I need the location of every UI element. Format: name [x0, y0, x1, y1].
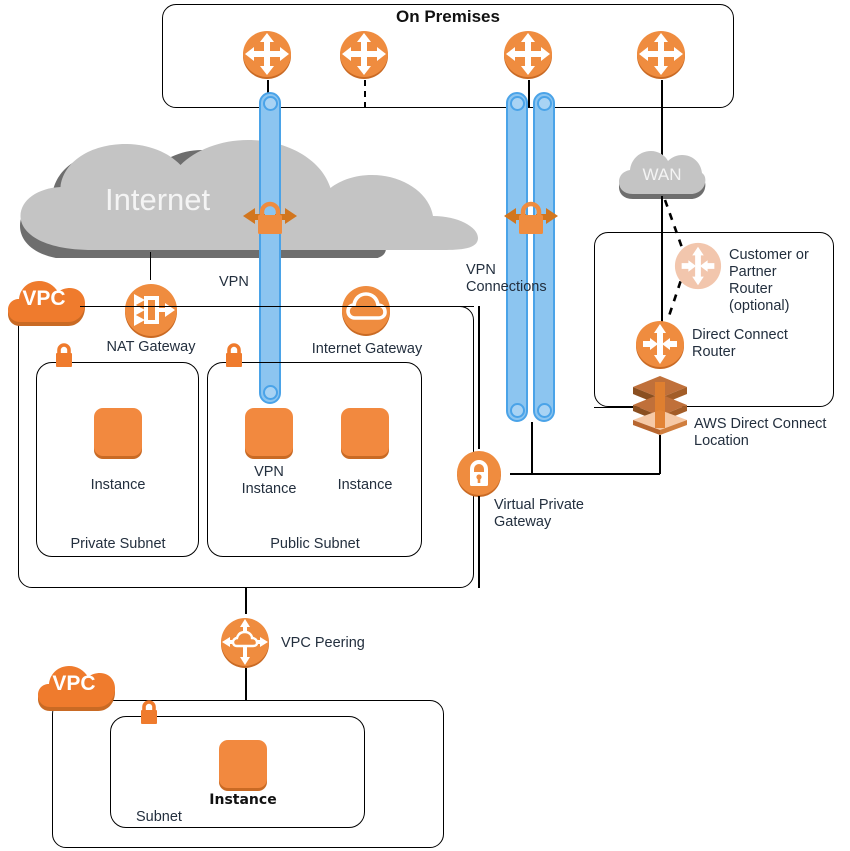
direct-connect-router-label: Direct Connect Router: [692, 327, 788, 360]
vpn-connections-label: VPN Connections: [466, 262, 547, 295]
internet-label: Internet: [105, 182, 211, 217]
virtual-private-gateway-label: Virtual Private Gateway: [494, 497, 584, 530]
vpn-tunnel-left-cap-top: [262, 96, 278, 111]
private-subnet-label: Private Subnet: [70, 536, 166, 552]
vpn-tunnel-right-a-cap-bottom: [509, 403, 525, 418]
public-subnet-instance-label: Instance: [337, 477, 393, 493]
wan-to-dx-line: [661, 196, 663, 332]
internet-gateway-label: Internet Gateway: [311, 341, 423, 357]
vpc-secondary-subnet-label: Subnet: [136, 809, 182, 825]
on-premises-title: On Premises: [396, 7, 500, 26]
wan-label: WAN: [642, 165, 682, 184]
nat-gateway-icon[interactable]: [123, 282, 179, 338]
vpc-secondary-instance-icon[interactable]: [219, 740, 267, 788]
public-subnet-label: Public Subnet: [270, 536, 360, 552]
vpn-instance-label: VPN Instance: [241, 464, 297, 497]
private-subnet-box: [36, 362, 199, 557]
on-prem-router-3[interactable]: [502, 28, 554, 80]
vpc-secondary-subnet-padlock-icon: [138, 698, 160, 726]
vpg-bus-to-dx-stem: [659, 435, 661, 474]
private-subnet-padlock-icon: [53, 341, 75, 369]
on-prem-router-4[interactable]: [635, 28, 687, 80]
vpn-lock-left: [241, 198, 299, 240]
vpc-secondary-subnet-box: [110, 716, 365, 828]
vpc-main-badge-icon: [6, 278, 88, 328]
public-subnet-padlock-icon: [223, 341, 245, 369]
direct-connect-box: [594, 232, 834, 407]
vpn-tunnel-right-b-cap-bottom: [536, 403, 552, 418]
public-subnet-instance-icon[interactable]: [341, 408, 389, 456]
vpn-tunnel-right-b-cap-top: [536, 96, 552, 111]
private-subnet-instance-label: Instance: [90, 477, 146, 493]
wan-to-customer-router-dashed: [663, 199, 687, 317]
vpg-bus-to-tunnel-stem: [531, 422, 533, 474]
direct-connect-router-icon[interactable]: [634, 318, 686, 370]
onprem-router3-stem: [528, 80, 530, 108]
vpn-tunnel-right-a: [506, 92, 528, 422]
vpc-secondary-badge-icon: [36, 663, 118, 713]
vpc-peering-label: VPC Peering: [281, 635, 365, 651]
vpg-horizontal-bus: [510, 473, 660, 475]
virtual-private-gateway-icon[interactable]: [455, 449, 503, 497]
on-prem-router-2[interactable]: [338, 28, 390, 80]
on-prem-router-1[interactable]: [241, 28, 293, 80]
on-premises-box: [162, 4, 734, 108]
vpg-vertical-line: [478, 306, 480, 449]
vpc-main-badge-label: VPC: [22, 287, 66, 310]
vpc-peering-icon[interactable]: [219, 616, 271, 668]
internet-to-nat-line: [150, 252, 151, 280]
vpn-tunnel-right-b: [533, 92, 555, 422]
vpc-secondary-box: [52, 700, 444, 848]
direct-connect-location-label: AWS Direct Connect Location: [694, 416, 827, 449]
direct-connect-location-icon[interactable]: [629, 374, 691, 436]
vpc-top-edge-connector: [80, 306, 474, 307]
onprem-router4-stem: [661, 80, 663, 162]
vpn-tunnel-left: [259, 92, 281, 404]
vpc-peering-top-stem: [245, 588, 247, 614]
customer-partner-router-icon[interactable]: [673, 241, 723, 291]
private-subnet-instance-icon[interactable]: [94, 408, 142, 456]
nat-gateway-label: NAT Gateway: [106, 339, 196, 355]
internet-gateway-cloud-icon[interactable]: [340, 284, 392, 336]
vpc-secondary-instance-label: Instance: [209, 792, 277, 808]
vpn-lock-right: [502, 198, 560, 240]
vpg-vertical-line-lower: [478, 496, 480, 588]
vpc-peering-bottom-stem: [245, 668, 247, 701]
customer-partner-router-label: Customer or Partner Router (optional): [729, 247, 809, 314]
vpn-instance-icon[interactable]: [245, 408, 293, 456]
vpn-tunnel-right-a-cap-top: [509, 96, 525, 111]
vpn-tunnel-left-cap-bottom: [262, 385, 278, 400]
vpc-secondary-badge-label: VPC: [52, 672, 96, 695]
dx-box-left-connector: [594, 407, 660, 408]
public-subnet-box: [207, 362, 422, 557]
internet-cloud: [18, 132, 478, 258]
wan-cloud: [617, 146, 707, 202]
vpn-label: VPN: [219, 274, 249, 290]
onprem-router2-stem-dashed: [364, 80, 366, 108]
